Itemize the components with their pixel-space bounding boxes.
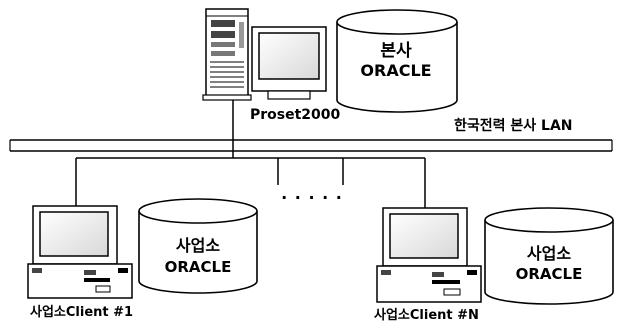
client-1-database-icon	[138, 198, 258, 294]
client-n-db-name: 사업소	[526, 244, 572, 263]
client-1-computer-icon	[27, 205, 133, 299]
server-db-name: 본사	[380, 41, 412, 61]
server-tower-icon	[202, 8, 252, 101]
server-db-type: ORACLE	[360, 61, 432, 80]
client-1-db-type: ORACLE	[164, 258, 232, 276]
client-bus	[75, 157, 426, 210]
client-n-label: 사업소Client #N	[374, 308, 479, 323]
client-n-database-icon	[484, 207, 614, 305]
lan-backbone	[9, 139, 613, 152]
client-n-computer-icon	[376, 207, 482, 303]
client-1-label: 사업소Client #1	[30, 305, 134, 320]
client-1-db-name: 사업소	[175, 236, 221, 255]
lan-label: 한국전력 본사 LAN	[454, 118, 573, 134]
server-database-icon	[336, 9, 458, 113]
client-n-db-type: ORACLE	[515, 265, 583, 283]
server-monitor-icon	[251, 26, 327, 100]
more-clients-ellipsis: · · · · ·	[281, 188, 343, 207]
server-label: Proset2000	[250, 107, 341, 123]
